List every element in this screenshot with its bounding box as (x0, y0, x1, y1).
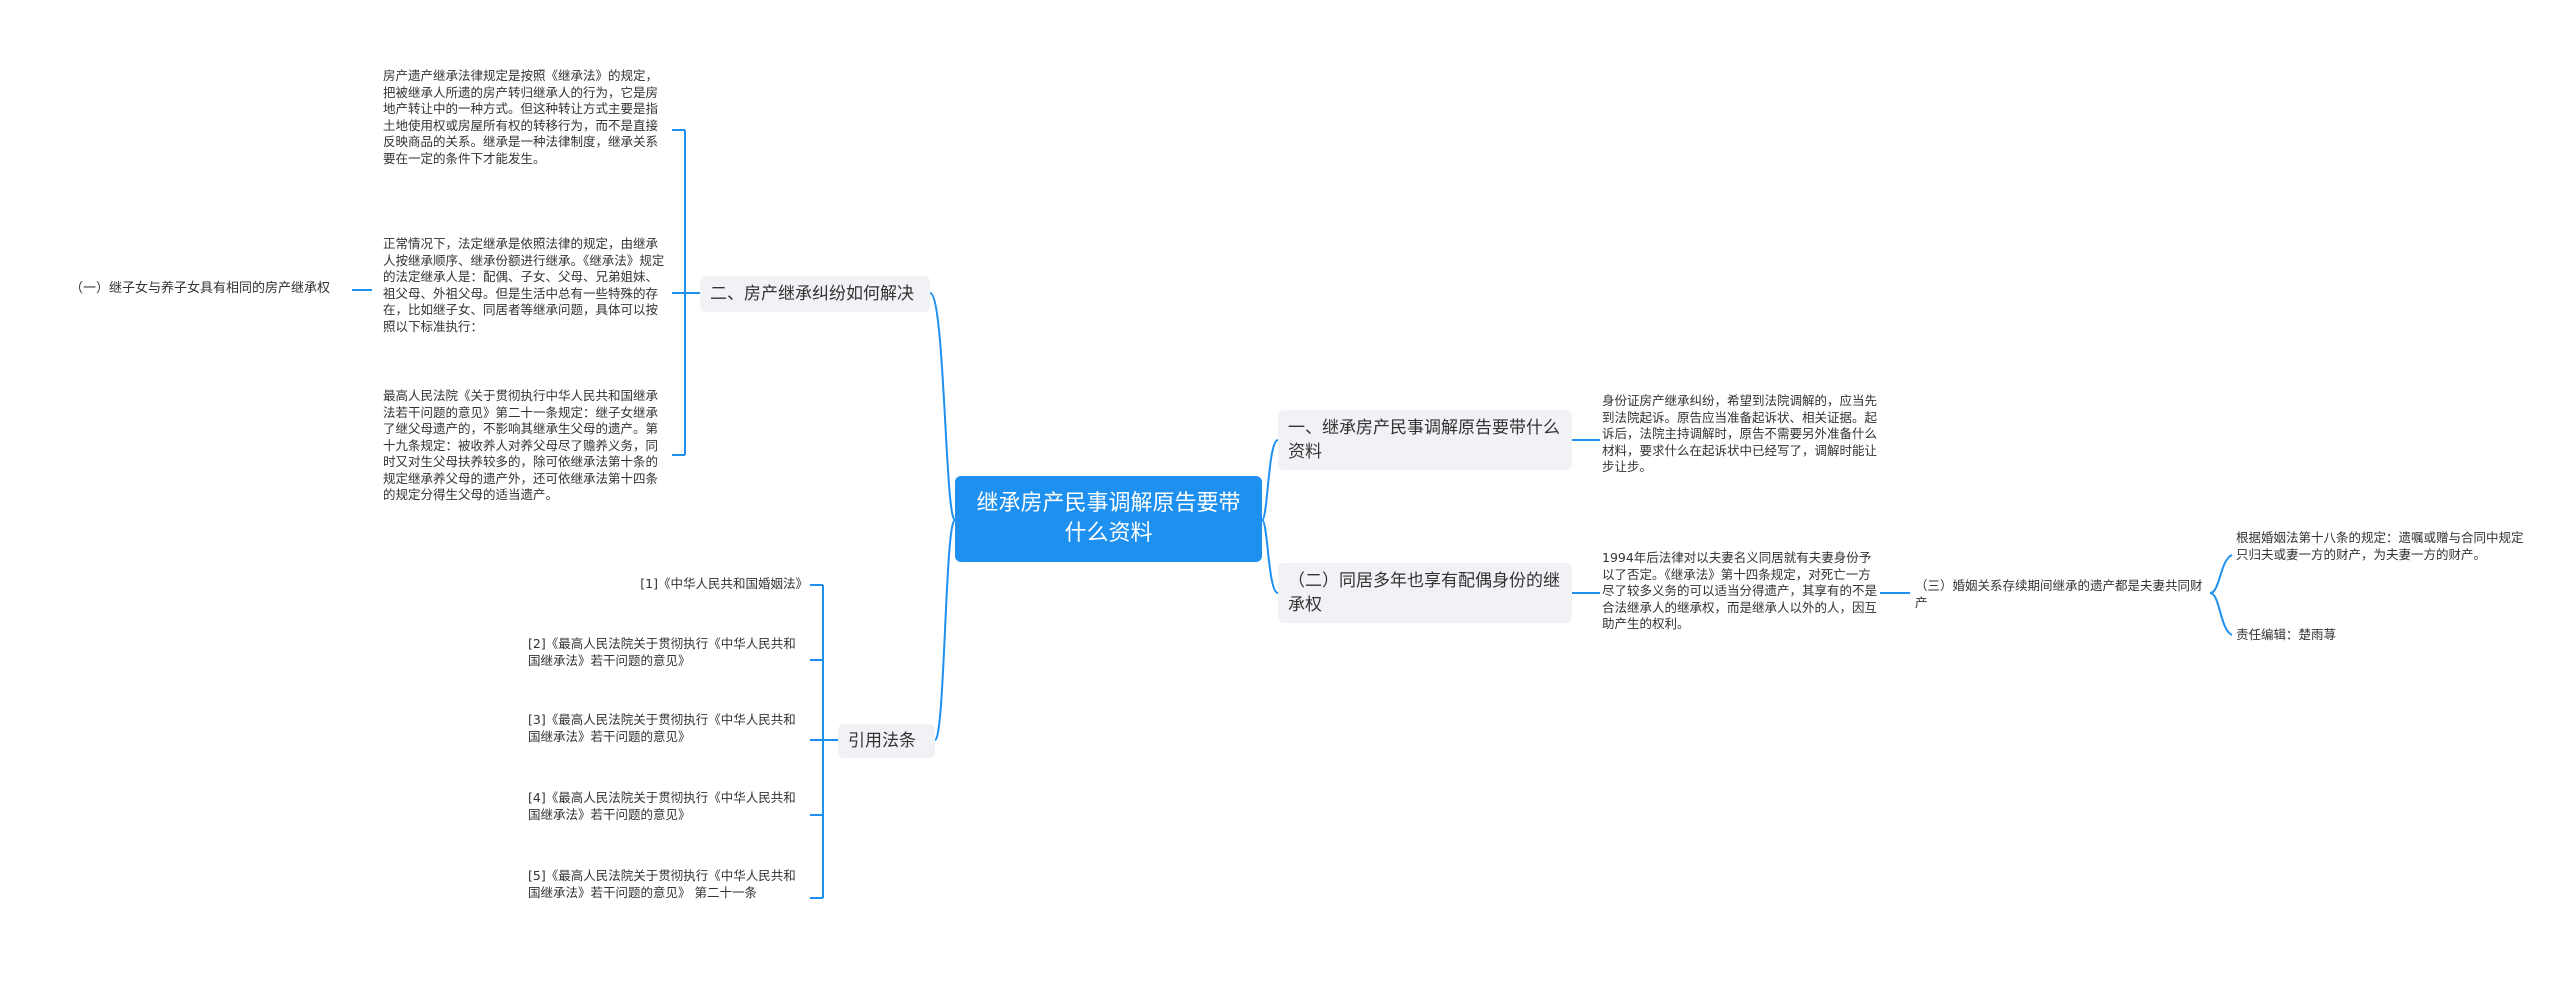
branch-2-label: （二）同居多年也享有配偶身份的继承权 (1288, 571, 1560, 615)
branch-2[interactable]: （二）同居多年也享有配偶身份的继承权 (1278, 563, 1572, 623)
branch-3-label: 二、房产继承纠纷如何解决 (710, 284, 914, 304)
link-root-b2 (1261, 519, 1279, 594)
link-root-b1 (1261, 439, 1279, 521)
citation-3-text: [3]《最高人民法院关于贯彻执行《中华人民共和国继承法》若干问题的意见》 (528, 712, 796, 744)
root-topic[interactable]: 继承房产民事调解原告要带什么资料 (955, 476, 1262, 562)
branch-3-child-1[interactable]: 房产遗产继承法律规定是按照《继承法》的规定，把被继承人所遗的房产转归继承人的行为… (383, 68, 670, 167)
citation-4[interactable]: [4]《最高人民法院关于贯彻执行《中华人民共和国继承法》若干问题的意见》 (528, 790, 808, 823)
branch-3-child-1-text: 房产遗产继承法律规定是按照《继承法》的规定，把被继承人所遗的房产转归继承人的行为… (383, 68, 659, 166)
citation-5-text: [5]《最高人民法院关于贯彻执行《中华人民共和国继承法》若干问题的意见》 第二十… (528, 868, 796, 900)
branch-1-detail-text: 身份证房产继承纠纷，希望到法院调解的，应当先到法院起诉。原告应当准备起诉状、相关… (1602, 393, 1878, 474)
citation-4-text: [4]《最高人民法院关于贯彻执行《中华人民共和国继承法》若干问题的意见》 (528, 790, 796, 822)
citation-1[interactable]: [1]《中华人民共和国婚姻法》 (525, 576, 808, 593)
link-root-b3 (929, 292, 956, 521)
branch-3-left-item[interactable]: （一）继子女与养子女具有相同的房产继承权 (70, 280, 355, 298)
citation-3[interactable]: [3]《最高人民法院关于贯彻执行《中华人民共和国继承法》若干问题的意见》 (528, 712, 808, 745)
branch-2-detail-text: 1994年后法律对以夫妻名义同居就有夫妻身份予以了否定。《继承法》第十四条规定，… (1602, 550, 1878, 631)
branch-2-sub-child-1-text: 根据婚姻法第十八条的规定：遗嘱或赠与合同中规定只归夫或妻一方的财产，为夫妻一方的… (2236, 530, 2524, 562)
branch-2-sub-text: （三）婚姻关系存续期间继承的遗产都是夫妻共同财产 (1915, 578, 2203, 610)
branch-2-sub-child-2[interactable]: 责任编辑：楚雨荨 (2236, 627, 2526, 644)
branch-3-left-item-text: （一）继子女与养子女具有相同的房产继承权 (70, 281, 331, 296)
citation-1-text: [1]《中华人民共和国婚姻法》 (640, 576, 808, 591)
root-topic-label: 继承房产民事调解原告要带什么资料 (976, 491, 1241, 546)
branch-4-label: 引用法条 (848, 731, 916, 751)
branch-3-child-2[interactable]: 正常情况下，法定继承是依照法律的规定，由继承人按继承顺序、继承份额进行继承。《继… (383, 236, 670, 335)
branch-4[interactable]: 引用法条 (838, 724, 935, 758)
link-b3-children (672, 129, 700, 456)
link-b4-children (810, 584, 838, 899)
branch-3-child-3[interactable]: 最高人民法院《关于贯彻执行中华人民共和国继承法若干问题的意见》第二十一条规定：继… (383, 388, 670, 504)
citation-2[interactable]: [2]《最高人民法院关于贯彻执行《中华人民共和国继承法》若干问题的意见》 (528, 636, 808, 669)
branch-3-child-2-text: 正常情况下，法定继承是依照法律的规定，由继承人按继承顺序、继承份额进行继承。《继… (383, 236, 665, 334)
branch-1-detail[interactable]: 身份证房产继承纠纷，希望到法院调解的，应当先到法院起诉。原告应当准备起诉状、相关… (1602, 393, 1880, 476)
branch-2-sub[interactable]: （三）婚姻关系存续期间继承的遗产都是夫妻共同财产 (1915, 578, 2210, 611)
link-root-b4 (934, 519, 956, 741)
branch-2-sub-child-1[interactable]: 根据婚姻法第十八条的规定：遗嘱或赠与合同中规定只归夫或妻一方的财产，为夫妻一方的… (2236, 530, 2526, 563)
branch-1-label: 一、继承房产民事调解原告要带什么资料 (1288, 418, 1560, 462)
branch-3-child-3-text: 最高人民法院《关于贯彻执行中华人民共和国继承法若干问题的意见》第二十一条规定：继… (383, 388, 659, 502)
branch-1[interactable]: 一、继承房产民事调解原告要带什么资料 (1278, 410, 1572, 470)
link-sub-children (2209, 554, 2233, 636)
citation-5[interactable]: [5]《最高人民法院关于贯彻执行《中华人民共和国继承法》若干问题的意见》 第二十… (528, 868, 808, 901)
branch-2-sub-child-2-text: 责任编辑：楚雨荨 (2236, 627, 2337, 642)
branch-2-detail[interactable]: 1994年后法律对以夫妻名义同居就有夫妻身份予以了否定。《继承法》第十四条规定，… (1602, 550, 1880, 633)
branch-3[interactable]: 二、房产继承纠纷如何解决 (700, 276, 930, 312)
citation-2-text: [2]《最高人民法院关于贯彻执行《中华人民共和国继承法》若干问题的意见》 (528, 636, 796, 668)
